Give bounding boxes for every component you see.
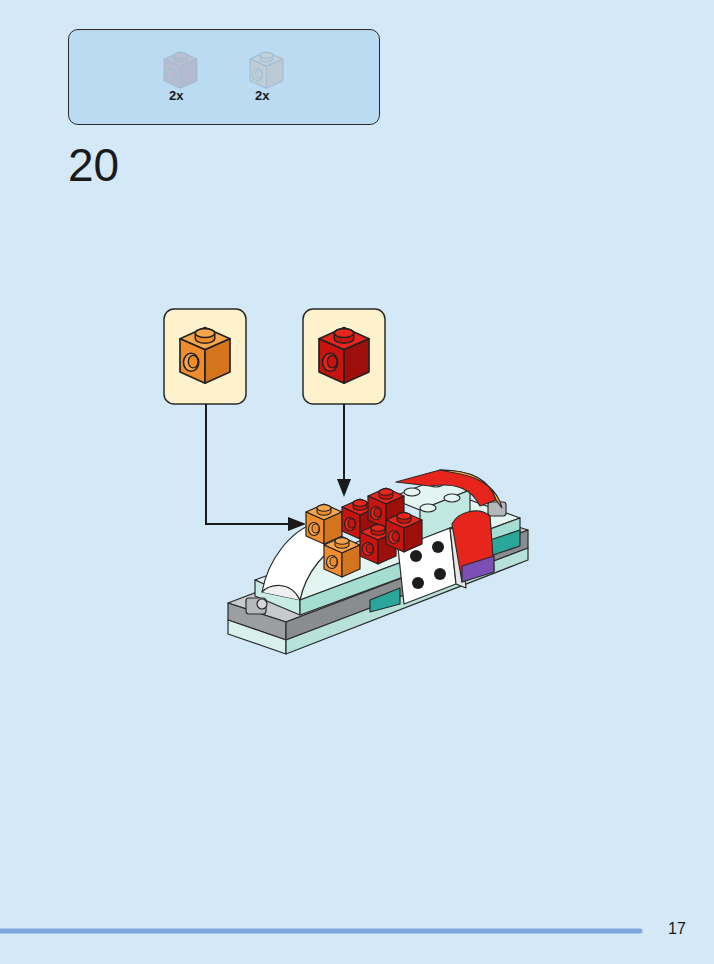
parts-box: 2x 2x: [68, 29, 380, 125]
step-number: 20: [68, 140, 119, 191]
part-quantity: 2x: [169, 88, 183, 103]
page-number: 17: [668, 920, 686, 938]
part-quantity: 2x: [255, 88, 269, 103]
